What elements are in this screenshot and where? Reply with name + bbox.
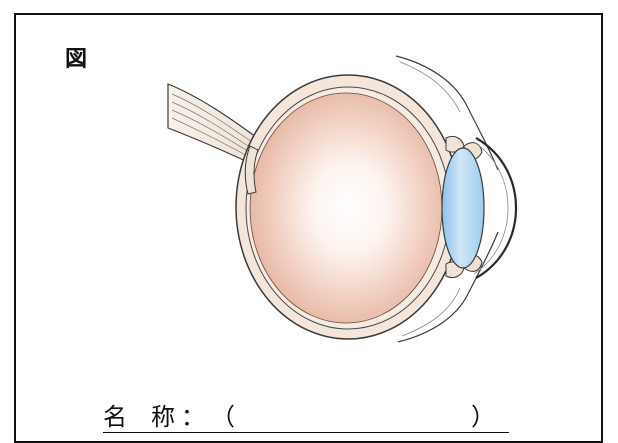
open-paren: （ bbox=[211, 402, 235, 432]
figure-label: 図 bbox=[65, 49, 87, 71]
close-paren: ） bbox=[471, 402, 495, 432]
optic-nerve bbox=[168, 84, 256, 164]
crystalline-lens bbox=[442, 148, 484, 268]
colon-label: ： bbox=[181, 402, 205, 432]
eye-cross-section-diagram bbox=[160, 42, 526, 350]
name-label: 名 称 bbox=[103, 402, 175, 432]
answer-line: 名 称：（ ） bbox=[103, 402, 509, 433]
vitreous-body bbox=[250, 93, 442, 323]
